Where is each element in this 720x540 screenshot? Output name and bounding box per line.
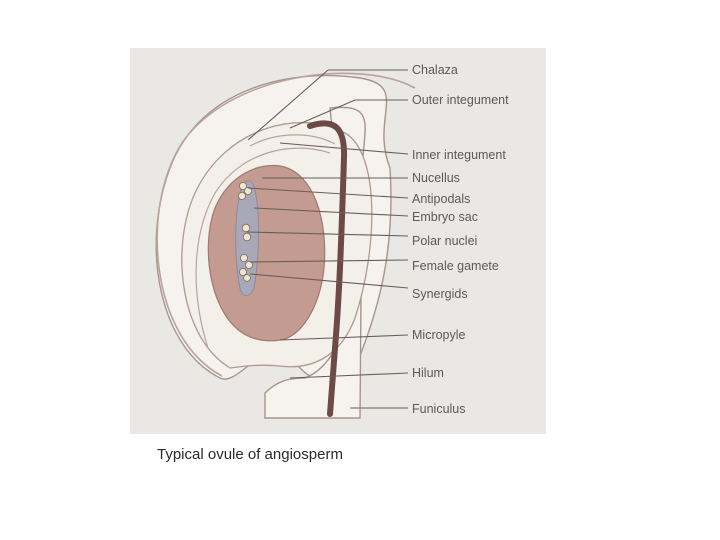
label-embryo-sac: Embryo sac — [412, 210, 478, 224]
ovule-diagram: Chalaza Outer integument Inner integumen… — [155, 63, 509, 419]
label-inner-integument: Inner integument — [412, 148, 506, 162]
label-synergids: Synergids — [412, 287, 468, 301]
label-micropyle: Micropyle — [412, 328, 466, 342]
label-polar-nuclei: Polar nuclei — [412, 234, 477, 248]
inner-integument-curve — [195, 147, 331, 349]
label-outer-integument: Outer integument — [412, 93, 509, 107]
figure-caption: Typical ovule of angiosperm — [157, 446, 343, 463]
vascular-strand — [307, 120, 348, 417]
label-chalaza: Chalaza — [412, 63, 458, 77]
label-hilum: Hilum — [412, 366, 444, 380]
label-female-gamete: Female gamete — [412, 259, 499, 273]
label-nucellus: Nucellus — [412, 171, 460, 185]
outer-integument-outline — [156, 72, 416, 377]
antipodal-cells — [238, 181, 253, 200]
label-funiculus: Funiculus — [412, 402, 466, 416]
egg-apparatus-cells — [239, 253, 254, 282]
label-antipodals: Antipodals — [412, 192, 470, 206]
inner-integument-curve-2 — [249, 134, 336, 147]
leader-lines — [246, 69, 409, 409]
ovule-figure-panel: Chalaza Outer integument Inner integumen… — [130, 48, 546, 434]
polar-nuclei-cells — [241, 223, 252, 242]
